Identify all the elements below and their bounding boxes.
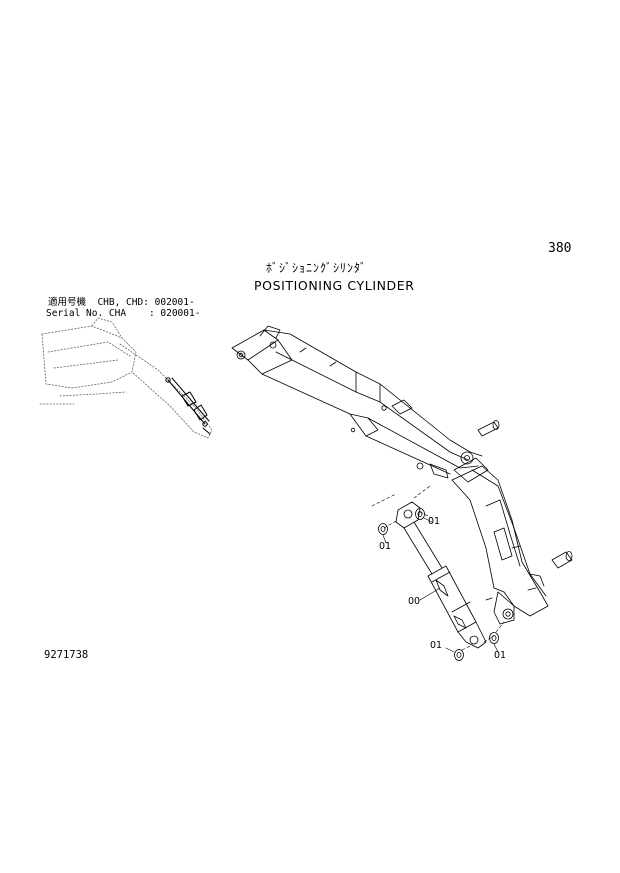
callout-01-upper-left: 01: [379, 541, 392, 552]
drawing-number: 9271738: [44, 649, 89, 661]
overview-thumbnail: [39, 317, 213, 439]
arm-bracket: [451, 465, 573, 625]
positioning-cylinder: [395, 501, 487, 649]
overview-cylinder-highlight: [165, 377, 211, 435]
title-japanese: ﾎﾞｼﾞｼｮﾆﾝｸﾞｼﾘﾝﾀﾞ: [266, 261, 368, 275]
callout-01-lower-right: 01: [494, 650, 507, 661]
serial-number-line: Serial No. CHA : 020001-: [46, 308, 201, 319]
page-number: 380: [548, 241, 572, 256]
washer-parts: [378, 508, 499, 661]
title-english: POSITIONING CYLINDER: [254, 278, 415, 293]
leader-lines: [382, 517, 499, 653]
serial-applicability-line: 適用号機 CHB, CHD: 002001-: [48, 297, 195, 308]
boom-assembly: [231, 325, 500, 483]
assembly-lines: [371, 485, 505, 651]
callout-00-cylinder: 00: [408, 596, 421, 607]
callout-01-lower-left: 01: [430, 640, 443, 651]
callout-01-upper-right: 01: [428, 516, 441, 527]
